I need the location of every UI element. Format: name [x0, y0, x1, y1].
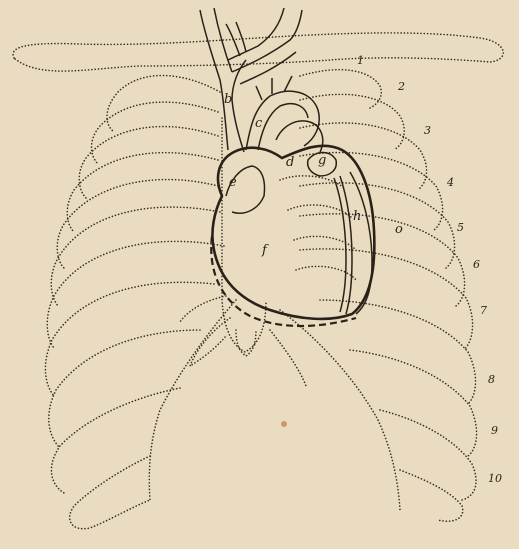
- rib-number-10: 10: [488, 472, 502, 485]
- rib-number-8: 8: [488, 373, 495, 386]
- rib-number-3: 3: [424, 124, 431, 137]
- paper-stain: [281, 421, 287, 427]
- rib-number-1: 1: [357, 54, 364, 67]
- label-d: d: [286, 155, 294, 170]
- rib-number-9: 9: [491, 424, 498, 437]
- rib-number-7: 7: [480, 304, 487, 317]
- label-g: g: [318, 153, 326, 168]
- label-o: o: [395, 222, 403, 237]
- label-h: h: [353, 209, 361, 224]
- rib-number-5: 5: [457, 221, 464, 234]
- rib-number-6: 6: [473, 258, 480, 271]
- rib-number-4: 4: [446, 176, 454, 189]
- label-b: b: [224, 92, 232, 107]
- label-e: e: [229, 175, 237, 190]
- label-c: c: [255, 116, 263, 131]
- rib-number-2: 2: [397, 80, 405, 93]
